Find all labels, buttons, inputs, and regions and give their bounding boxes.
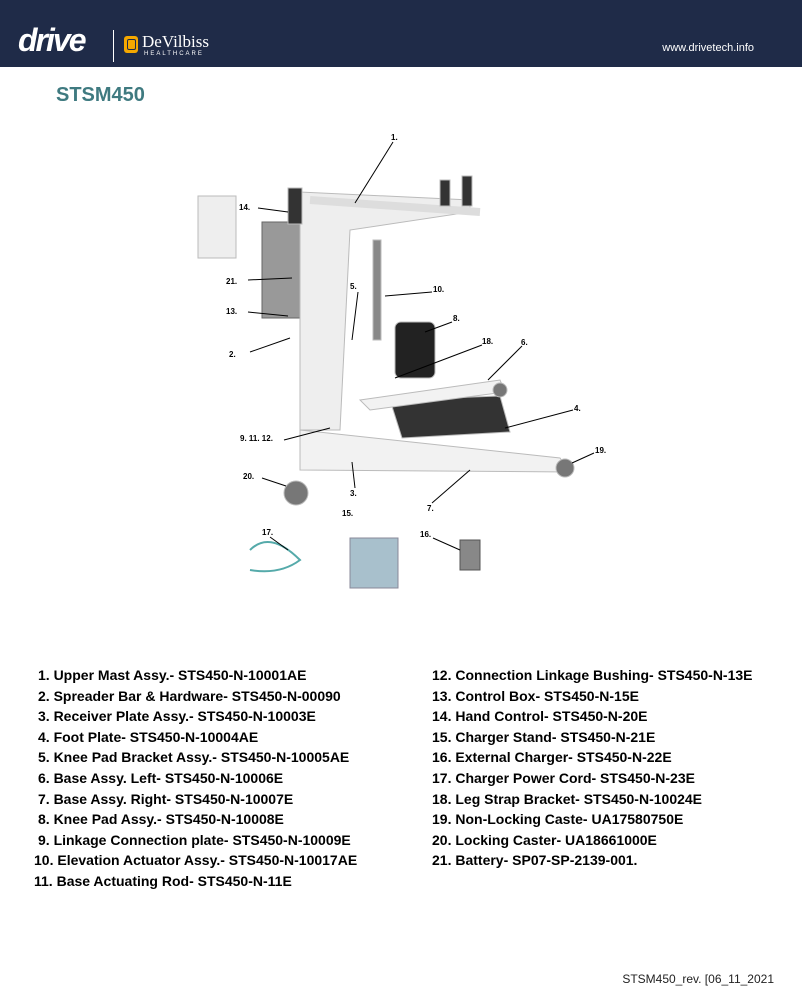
part-item: 12. Connection Linkage Bushing- STS450-N… — [432, 667, 753, 683]
part-item: 17. Charger Power Cord- STS450-N-23E — [432, 769, 695, 786]
callout-1: 1. — [391, 133, 398, 142]
devilbiss-logo-icon — [124, 36, 138, 53]
part-item: 15. Charger Stand- STS450-N-21E — [432, 728, 656, 745]
callout-17: 17. — [262, 528, 273, 537]
callout-20: 20. — [243, 472, 254, 481]
part-item: 5. Knee Pad Bracket Assy.- STS450-N-1000… — [38, 749, 350, 766]
lift-illustration — [197, 175, 575, 589]
devilbiss-sub: HEALTHCARE — [144, 51, 204, 57]
website-link[interactable]: www.drivetech.info — [662, 42, 754, 54]
external-charger-image — [459, 539, 481, 571]
callout-5: 5. — [350, 282, 357, 291]
parts-list-left: 1. Upper Mast Assy.- STS450-N-10001AE 2.… — [34, 667, 357, 894]
callout-leaders — [247, 141, 595, 551]
charger-stand-image — [349, 537, 399, 589]
parts-diagram: 1. 14. 21. 13. 5. 10. 8. 18. 6. 2. 4. 9.… — [197, 133, 606, 589]
parts-list-right: 12. Connection Linkage Bushing- STS450-N… — [432, 667, 753, 873]
callout-15: 15. — [342, 509, 353, 518]
page-title: STSM450 — [56, 84, 145, 106]
callout-3: 3. — [350, 489, 357, 498]
callout-18: 18. — [482, 337, 493, 346]
drive-logo: drive — [18, 22, 86, 58]
revision-footer: STSM450_rev. [06_11_2021 — [622, 972, 774, 986]
logo-divider — [113, 30, 114, 62]
part-item: 3. Receiver Plate Assy.- STS450-N-10003E — [38, 708, 316, 725]
part-item: 7. Base Assy. Right- STS450-N-10007E — [38, 790, 294, 807]
part-item: 10. Elevation Actuator Assy.- STS450-N-1… — [34, 852, 358, 869]
callout-6: 6. — [521, 338, 528, 347]
callout-4: 4. — [574, 404, 581, 413]
part-item: 11. Base Actuating Rod- STS450-N-11E — [34, 872, 292, 889]
callout-7: 7. — [427, 504, 434, 513]
part-item: 6. Base Assy. Left- STS450-N-10006E — [38, 769, 284, 786]
part-item: 13. Control Box- STS450-N-15E — [432, 687, 639, 704]
part-item: 8. Knee Pad Assy.- STS450-N-10008E — [38, 811, 284, 828]
part-item: 20. Locking Caster- UA18661000E — [432, 831, 657, 848]
callout-10: 10. — [433, 285, 444, 294]
part-item: 18. Leg Strap Bracket- STS450-N-10024E — [432, 790, 703, 807]
callout-13: 13. — [226, 307, 237, 316]
part-item: 16. External Charger- STS450-N-22E — [432, 749, 672, 766]
part-item: 14. Hand Control- STS450-N-20E — [432, 708, 648, 725]
callout-21: 21. — [226, 277, 237, 286]
part-item: 21. Battery- SP07-SP-2139-001. — [432, 852, 638, 869]
callout-19: 19. — [595, 446, 606, 455]
hand-control-inset — [197, 195, 237, 259]
part-item: 1. Upper Mast Assy.- STS450-N-10001AE — [38, 667, 307, 683]
callout-8: 8. — [453, 314, 460, 323]
header: drive DeVilbiss HEALTHCARE www.drivetech… — [0, 0, 802, 67]
part-item: 19. Non-Locking Caste- UA17580750E — [432, 811, 684, 828]
devilbiss-logo: DeVilbiss — [142, 32, 209, 51]
callout-2: 2. — [229, 350, 236, 359]
part-item: 9. Linkage Connection plate- STS450-N-10… — [38, 831, 351, 848]
part-item: 2. Spreader Bar & Hardware- STS450-N-000… — [38, 687, 341, 704]
callout-14: 14. — [239, 203, 250, 212]
part-item: 4. Foot Plate- STS450-N-10004AE — [38, 728, 259, 745]
callout-9-11-12: 9. 11. 12. — [240, 434, 273, 443]
battery-image — [261, 221, 303, 319]
callout-16: 16. — [420, 530, 431, 539]
